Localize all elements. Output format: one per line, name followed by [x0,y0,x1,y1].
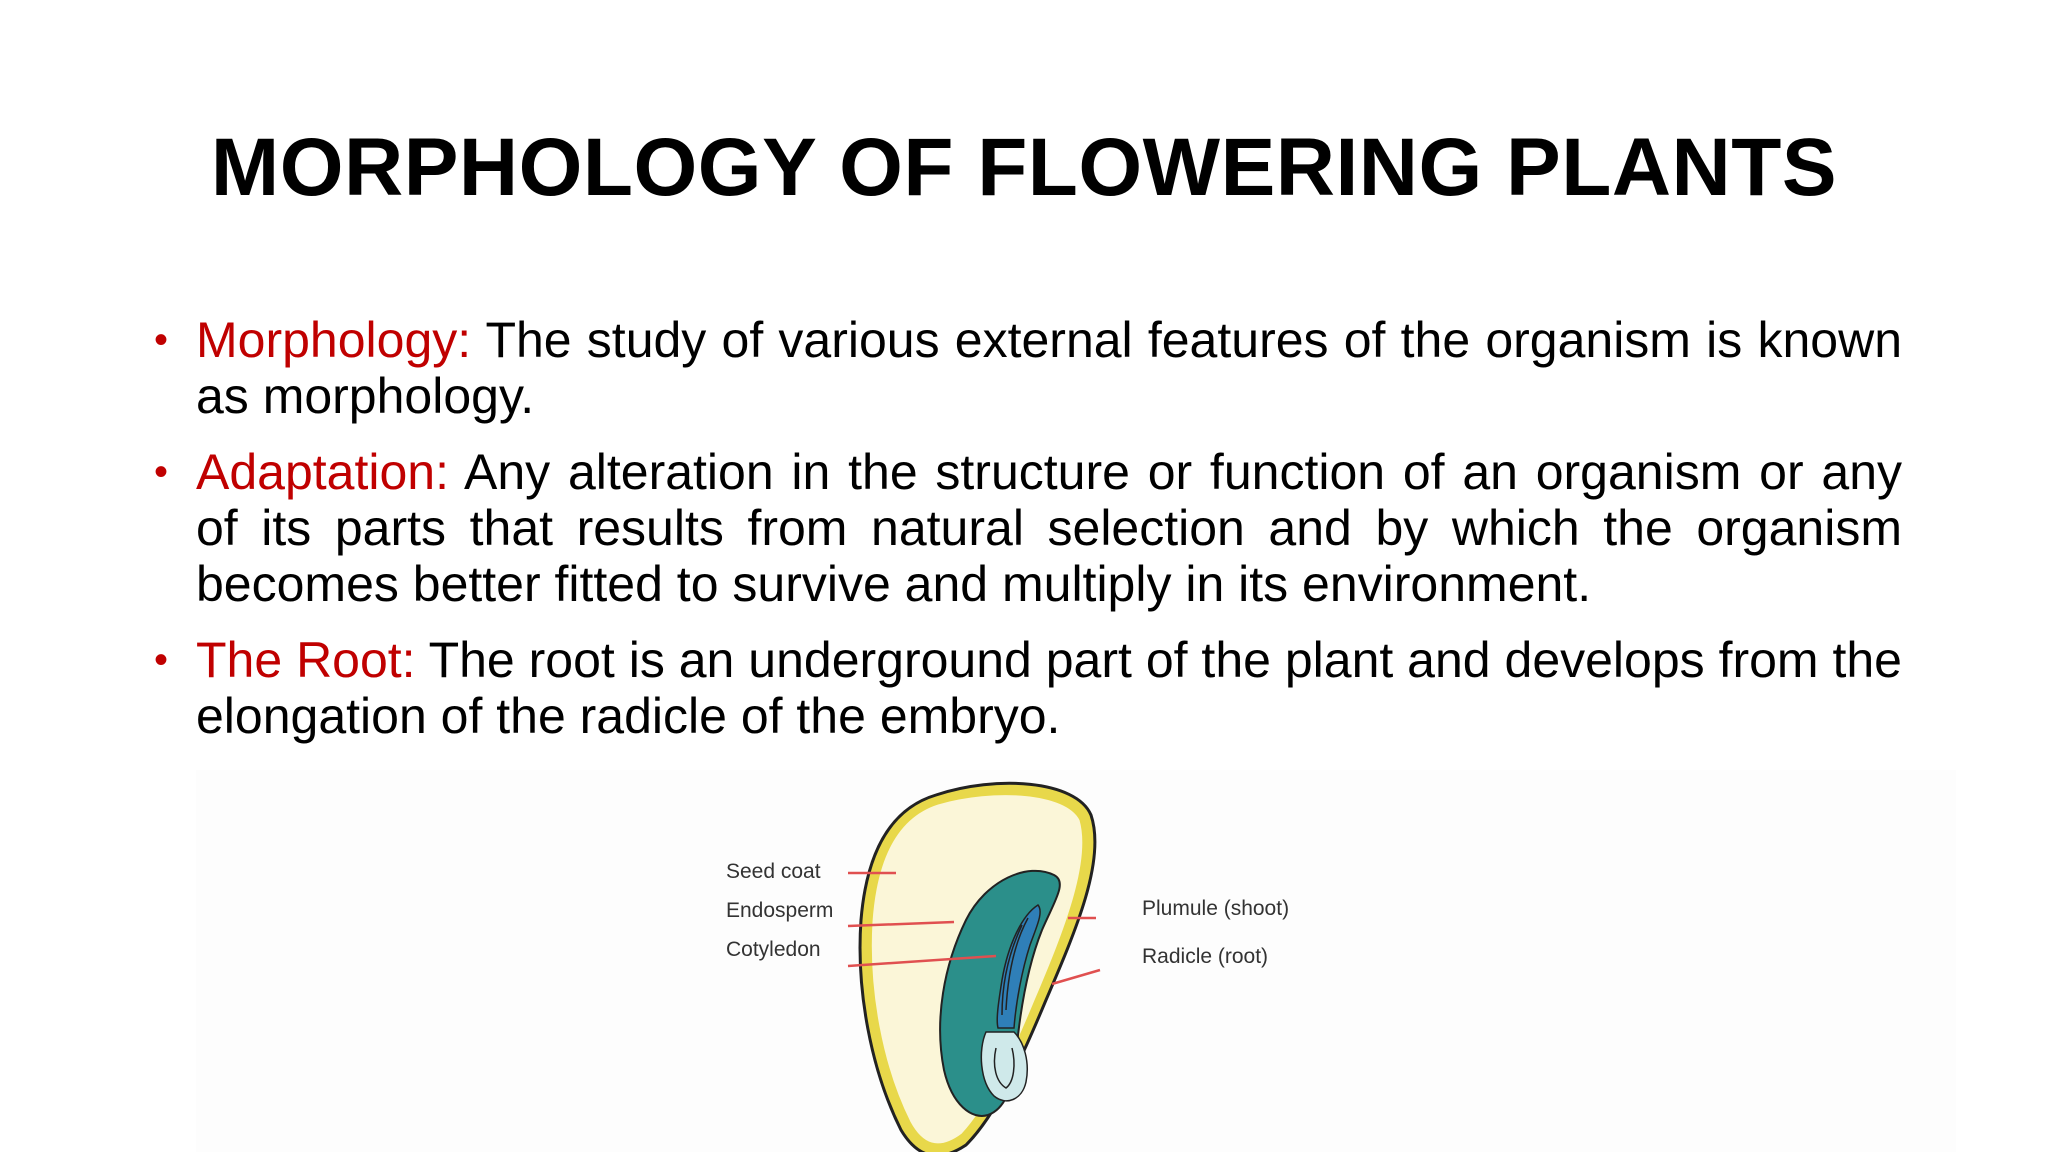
radicle-shape [980,1031,1028,1102]
bullet-dot: • [154,638,169,682]
seed-diagram: Seed coat Endosperm Cotyledon Plumule (s… [196,770,1956,1152]
slide-title: MORPHOLOGY OF FLOWERING PLANTS [210,122,1838,213]
label-endosperm: Endosperm [726,899,834,922]
bullet-text: Any alteration in the structure or funct… [196,444,1902,612]
seed-illustration [847,781,1101,1152]
leader-line-cotyledon [847,954,997,968]
plumule-detail [1005,917,1029,1011]
bullet-list: • Morphology: The study of various extern… [154,312,1902,764]
bullet-text: The root is an underground part of the p… [196,632,1902,744]
radicle-detail [993,1047,1015,1089]
plumule-detail [1001,924,1023,1016]
bullet-term: Morphology: [196,312,472,368]
label-plumule: Plumule (shoot) [1142,897,1290,920]
bullet-dot: • [154,450,169,494]
leader-line-endosperm [847,920,955,928]
bullet-term: Adaptation: [196,444,449,500]
label-seed-coat: Seed coat [726,860,821,883]
bullet-text: The study of various external features o… [196,312,1902,424]
bullet-morphology: • Morphology: The study of various extern… [154,312,1902,424]
plumule-shape [996,904,1041,1029]
bullet-term: The Root: [196,632,416,688]
leader-line-radicle [1051,968,1101,986]
bullet-adaptation: • Adaptation: Any alteration in the struc… [154,444,1902,612]
label-radicle: Radicle (root) [1142,945,1269,968]
label-cotyledon: Cotyledon [726,938,821,961]
bullet-root: • The Root: The root is an underground pa… [154,632,1902,744]
bullet-dot: • [154,318,169,362]
